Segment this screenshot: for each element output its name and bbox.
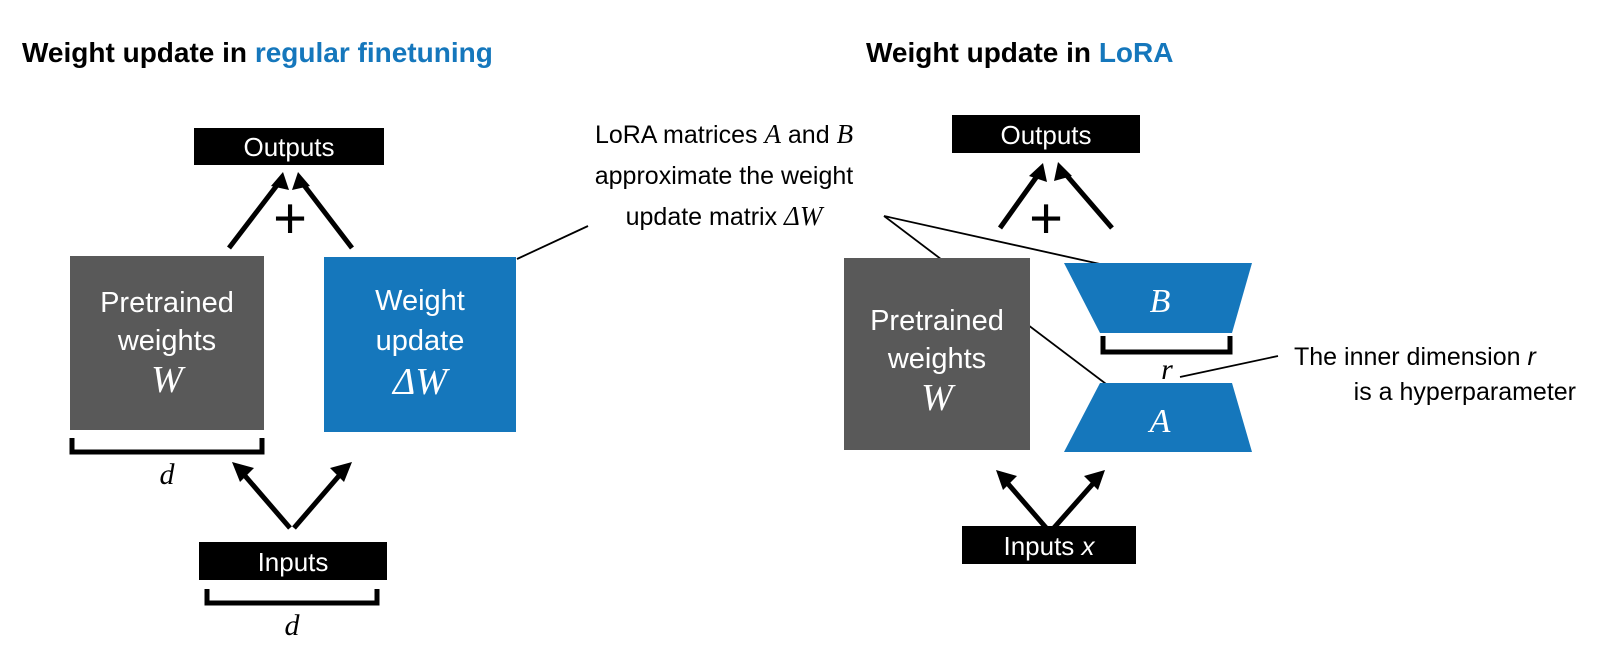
left-inputs-node[interactable]: Inputs	[199, 542, 387, 580]
left-update-line1: Weight	[375, 285, 465, 317]
left-arrow-input-to-w	[238, 468, 292, 530]
left-pretrained-line2: weights	[117, 325, 216, 357]
annotation-lora-line2: approximate the weight	[595, 162, 854, 190]
left-diagram: Outputs + Pretrained weights W Weight up…	[69, 128, 516, 642]
annotation-lora-line1-d: B	[837, 119, 854, 149]
trapezoid-b-label: B	[1150, 283, 1171, 320]
right-dim-r-label: r	[1161, 353, 1173, 386]
right-arrow-ba-head	[1054, 162, 1072, 181]
right-inputs-math-x: x	[1080, 531, 1096, 561]
left-inputs-box	[199, 542, 387, 580]
left-arrow-w-head	[271, 172, 289, 190]
right-bracket-r	[1100, 336, 1233, 355]
right-inputs-label-text: Inputs	[1003, 531, 1081, 561]
annotation-inner-dimension-line2: is a hyperparameter	[1354, 378, 1576, 406]
right-outputs-label: Outputs	[1000, 120, 1091, 150]
left-bracket-weights	[69, 438, 265, 455]
left-arrow-input-w-head	[232, 462, 254, 482]
right-pretrained-box	[844, 258, 1030, 450]
left-pretrained-box	[70, 256, 264, 430]
left-arrow-input-dw-head	[330, 462, 352, 482]
left-dim-d-inputs-label: d	[285, 609, 301, 642]
annotation-lora-line1-c: and	[781, 121, 837, 149]
annotation-lora-line1: LoRA matrices A and B	[595, 119, 853, 149]
right-title-plain: Weight update in	[866, 37, 1099, 68]
left-arrows-to-outputs	[227, 172, 354, 250]
annotation-inner-dimension: The inner dimension r is a hyperparamete…	[1179, 343, 1576, 406]
right-arrow-w-to-outputs	[997, 170, 1043, 230]
annotation-lora-line3-a: update matrix	[626, 203, 784, 231]
left-panel-title: Weight update in regular finetuning	[22, 37, 493, 68]
trapezoid-b-node[interactable]: B	[1064, 263, 1252, 333]
right-plus-sign: +	[1029, 186, 1063, 251]
annotation-lora-leader-to-weight-update	[516, 225, 589, 260]
left-weight-update-node[interactable]: Weight update ΔW	[324, 257, 516, 432]
left-inputs-label: Inputs	[258, 547, 329, 577]
right-diagram: Outputs + Pretrained weights W B A	[844, 115, 1252, 564]
right-inputs-label: Inputs x	[1003, 531, 1095, 561]
left-bracket-inputs	[204, 589, 380, 606]
right-pretrained-line2: weights	[887, 343, 986, 375]
right-outputs-box	[952, 115, 1140, 153]
left-outputs-node[interactable]: Outputs	[194, 128, 384, 165]
right-panel-title: Weight update in LoRA	[866, 37, 1173, 68]
annotation-lora-matrices: LoRA matrices A and B approximate the we…	[516, 119, 1119, 394]
left-outputs-label: Outputs	[243, 132, 334, 162]
right-arrow-input-to-w	[1001, 476, 1050, 532]
left-dim-d-weights-group: d	[69, 438, 265, 491]
annotation-lora-line3-b: ΔW	[783, 201, 825, 231]
right-arrow-input-a-head	[1084, 470, 1105, 490]
right-inputs-box	[962, 526, 1136, 564]
annotation-inner-dimension-line1-b: r	[1527, 343, 1537, 371]
left-plus-sign: +	[273, 186, 307, 251]
left-title-accent: regular finetuning	[255, 37, 493, 68]
right-arrows-to-outputs	[997, 162, 1114, 230]
left-pretrained-line1: Pretrained	[100, 287, 234, 319]
left-arrows-from-inputs	[232, 462, 352, 530]
right-pretrained-math-w: W	[921, 377, 956, 419]
left-arrow-input-to-dw	[292, 468, 346, 530]
left-update-math-dw: ΔW	[391, 361, 450, 403]
left-pretrained-math-w: W	[151, 359, 186, 401]
right-dim-r-group: r	[1100, 336, 1233, 386]
left-outputs-box	[194, 128, 384, 165]
right-arrow-input-to-a	[1050, 476, 1100, 532]
annotation-inner-dimension-line1: The inner dimension r	[1294, 343, 1537, 371]
annotation-inner-dimension-line1-a: The inner dimension	[1294, 343, 1527, 371]
right-outputs-node[interactable]: Outputs	[952, 115, 1140, 153]
left-dim-d-inputs-group: d	[204, 589, 380, 642]
left-pretrained-node[interactable]: Pretrained weights W	[70, 256, 264, 430]
right-inputs-node[interactable]: Inputs x	[962, 526, 1136, 564]
left-arrow-w-to-outputs	[227, 178, 283, 250]
right-title-accent: LoRA	[1099, 37, 1174, 68]
annotation-lora-leader-to-b	[883, 215, 1119, 269]
trapezoid-a-node[interactable]: A	[1064, 383, 1252, 452]
left-dim-d-weights-label: d	[160, 458, 176, 491]
annotation-inner-dimension-leader	[1179, 355, 1279, 378]
right-arrow-ba-to-outputs	[1060, 168, 1114, 230]
annotation-lora-line3: update matrix ΔW	[626, 201, 825, 231]
annotation-lora-line1-b: A	[762, 119, 781, 149]
annotation-lora-line1-a: LoRA matrices	[595, 121, 765, 149]
right-pretrained-node[interactable]: Pretrained weights W	[844, 258, 1030, 450]
right-arrow-input-w-head	[996, 470, 1017, 490]
right-arrows-from-inputs	[996, 470, 1105, 532]
left-arrow-dw-to-outputs	[298, 178, 354, 250]
right-arrow-w-head	[1029, 163, 1047, 182]
trapezoid-a-label: A	[1148, 403, 1171, 440]
left-arrow-dw-head	[292, 172, 310, 190]
left-weight-update-box	[324, 257, 516, 432]
trapezoid-b-shape	[1064, 263, 1252, 333]
left-title-plain: Weight update in	[22, 37, 255, 68]
right-pretrained-line1: Pretrained	[870, 305, 1004, 337]
left-update-line2: update	[376, 325, 465, 357]
trapezoid-a-shape	[1064, 383, 1252, 452]
